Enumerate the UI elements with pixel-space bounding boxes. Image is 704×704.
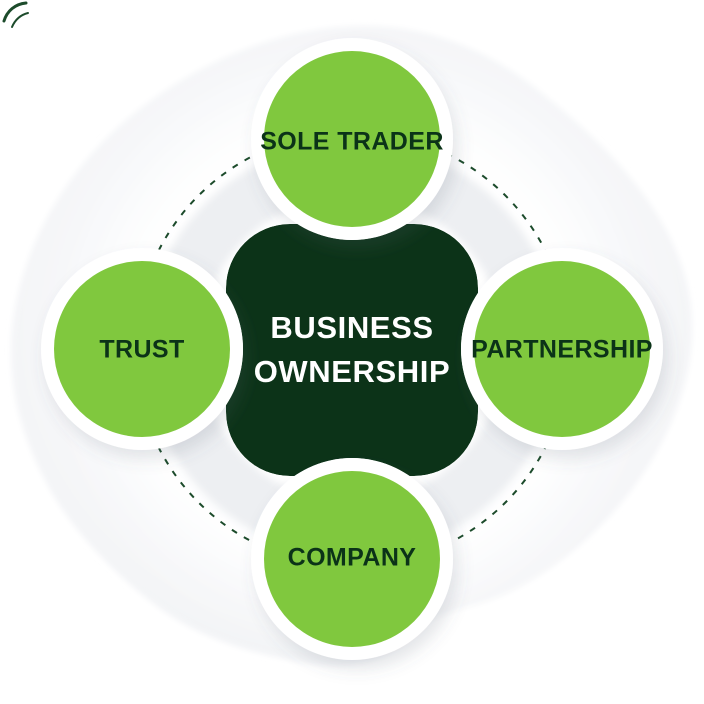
node-label-sole-trader: SOLE TRADER	[260, 127, 444, 156]
node-circle-sole-trader	[264, 51, 440, 227]
corner-swoosh-icon	[2, 1, 29, 28]
node-circles	[54, 51, 650, 647]
node-label-company: COMPANY	[287, 543, 417, 572]
node-label-trust: TRUST	[99, 335, 185, 364]
center-badge	[226, 224, 478, 476]
center-title: BUSINESS OWNERSHIP	[254, 306, 451, 394]
node-circle-company	[264, 471, 440, 647]
node-circle-trust	[54, 261, 230, 437]
center-title-line1: BUSINESS	[270, 310, 434, 345]
node-label-partnership: PARTNERSHIP	[471, 335, 653, 364]
center-title-line2: OWNERSHIP	[253, 354, 451, 389]
node-circle-partnership	[474, 261, 650, 437]
